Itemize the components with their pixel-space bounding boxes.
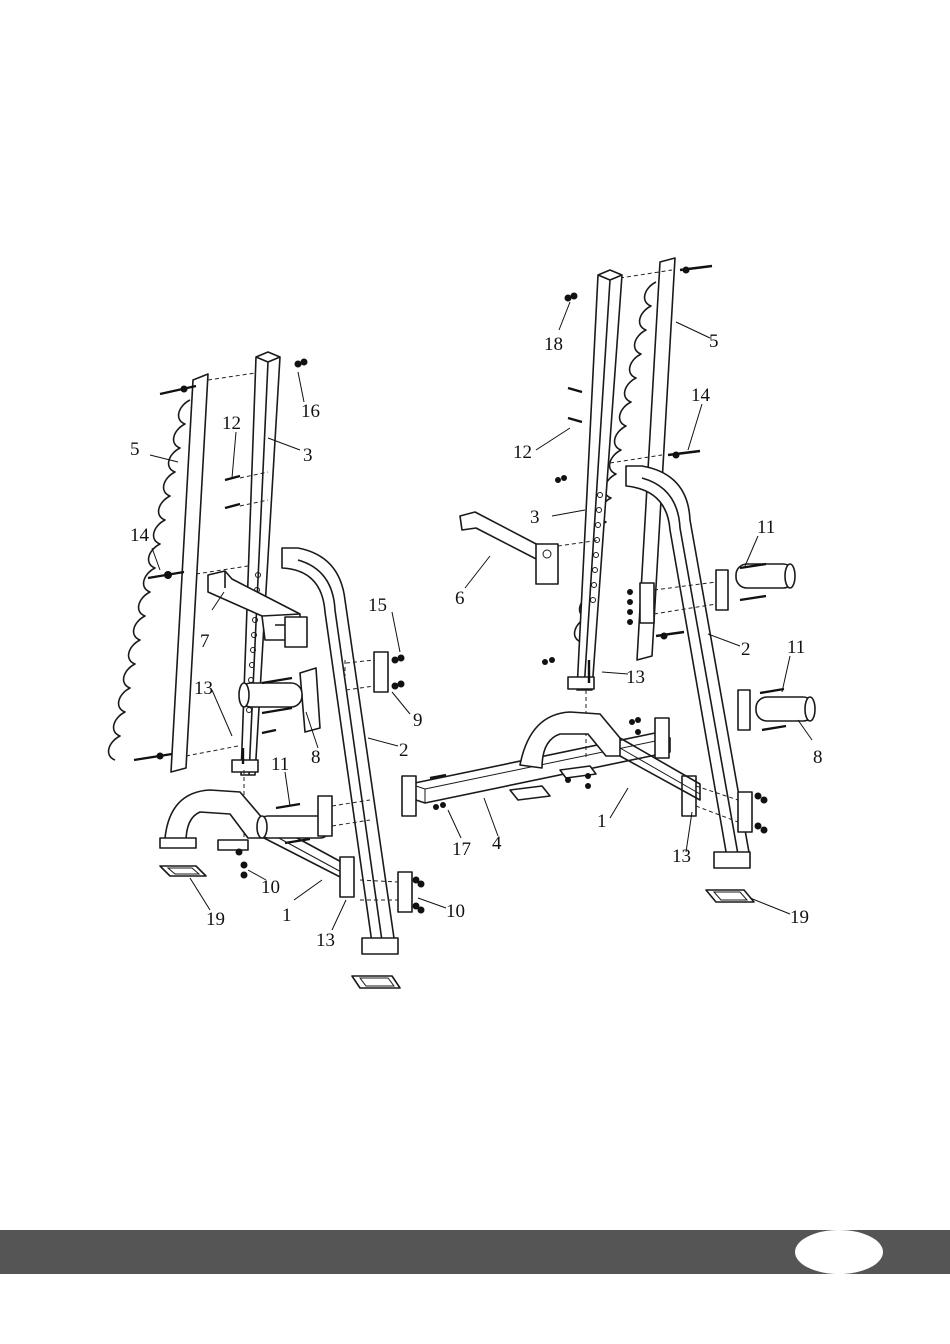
label-6: 6 — [455, 588, 465, 609]
label-14-right: 14 — [691, 385, 711, 406]
label-11-right-bottom: 11 — [787, 637, 805, 658]
label-12-right: 12 — [513, 442, 532, 463]
label-5-right: 5 — [709, 331, 719, 352]
label-8-left: 8 — [311, 747, 321, 768]
right-assembly — [460, 258, 815, 902]
label-15: 15 — [368, 595, 387, 616]
label-5-left: 5 — [130, 439, 140, 460]
label-10-left-a: 10 — [261, 877, 280, 898]
label-11-right-top: 11 — [757, 517, 775, 538]
label-17: 17 — [452, 839, 471, 860]
label-13-left-top: 13 — [194, 678, 213, 699]
label-3-right: 3 — [530, 507, 540, 528]
label-13-left-bottom: 13 — [316, 930, 335, 951]
label-9: 9 — [413, 710, 423, 731]
label-1-left: 1 — [282, 905, 292, 926]
label-13-right-bottom: 13 — [672, 846, 691, 867]
label-11-left: 11 — [271, 754, 289, 775]
label-8-right: 8 — [813, 747, 823, 768]
label-16: 16 — [301, 401, 320, 422]
label-14-left: 14 — [130, 525, 150, 546]
label-2-left: 2 — [399, 740, 409, 761]
left-top-nut — [295, 361, 302, 368]
label-12-left: 12 — [222, 413, 241, 434]
left-top-nut-2 — [301, 359, 308, 366]
label-10-left-b: 10 — [446, 901, 465, 922]
label-7: 7 — [200, 631, 210, 652]
label-2-right: 2 — [741, 639, 751, 660]
label-13-right-top: 13 — [626, 667, 645, 688]
label-19-right: 19 — [790, 907, 809, 928]
page-number-oval — [795, 1230, 883, 1274]
label-19-left: 19 — [206, 909, 225, 930]
label-1-right: 1 — [597, 811, 607, 832]
right-foot-pad — [706, 890, 754, 902]
label-4: 4 — [492, 833, 502, 854]
label-18: 18 — [544, 334, 563, 355]
label-3-left: 3 — [303, 445, 313, 466]
